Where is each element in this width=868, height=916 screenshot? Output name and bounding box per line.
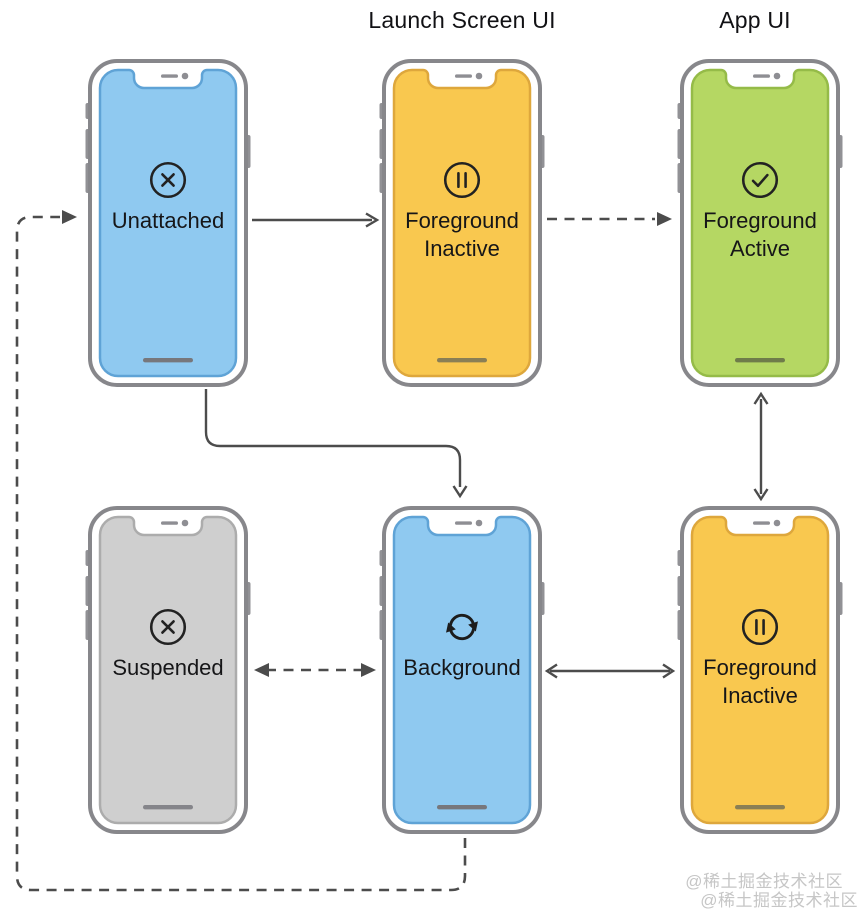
speaker-slot xyxy=(753,74,770,78)
arrow-fg-inactive-to-fg-active xyxy=(547,212,672,226)
home-indicator xyxy=(143,805,193,810)
state-card-foreground-inactive-app: Foreground Inactive xyxy=(674,505,846,835)
state-label: Background xyxy=(403,655,521,680)
state-card-background: Background xyxy=(376,505,548,835)
pause-circle-icon xyxy=(741,608,779,646)
check-circle-icon xyxy=(741,161,779,199)
speaker-slot xyxy=(455,521,472,525)
state-label: Unattached xyxy=(111,208,225,233)
home-indicator xyxy=(735,358,785,363)
refresh-cycle-icon xyxy=(446,613,478,641)
cross-circle-icon xyxy=(149,608,187,646)
state-card-foreground-active: Foreground Active xyxy=(674,58,846,388)
arrow-unattached-to-fg-inactive xyxy=(252,212,380,228)
watermark-line: @稀土掘金技术社区 xyxy=(700,891,858,910)
home-indicator xyxy=(735,805,785,810)
home-indicator xyxy=(143,358,193,363)
home-indicator xyxy=(437,358,487,363)
state-card-unattached: Unattached xyxy=(82,58,254,388)
camera-dot xyxy=(773,519,781,527)
arrow-background-fg-inactive-bidirectional xyxy=(544,663,676,679)
camera-dot xyxy=(475,72,483,80)
arrow-fg-active-fg-inactive-bidirectional xyxy=(753,391,769,502)
state-card-suspended: Suspended xyxy=(82,505,254,835)
cross-circle-icon xyxy=(149,161,187,199)
pause-circle-icon xyxy=(443,161,481,199)
phone-frame xyxy=(677,506,843,834)
watermark-line: @稀土掘金技术社区 xyxy=(685,872,843,891)
speaker-slot xyxy=(753,521,770,525)
arrow-suspended-background-bidirectional xyxy=(254,663,376,677)
state-label: Foreground Inactive xyxy=(405,208,519,261)
home-indicator xyxy=(437,805,487,810)
camera-dot xyxy=(475,519,483,527)
state-label: Foreground Active xyxy=(703,208,817,261)
state-label: Suspended xyxy=(112,655,224,680)
speaker-slot xyxy=(455,74,472,78)
phone-screen xyxy=(690,515,830,825)
column-heading-launch-screen-ui: Launch Screen UI xyxy=(368,7,556,33)
watermark: @稀土掘金技术社区 @稀土掘金技术社区 xyxy=(685,872,858,910)
arrow-unattached-to-background xyxy=(204,389,468,499)
camera-dot xyxy=(181,519,189,527)
column-heading-app-ui: App UI xyxy=(719,7,791,33)
speaker-slot xyxy=(161,521,178,525)
state-card-foreground-inactive-launch: Foreground Inactive xyxy=(376,58,548,388)
camera-dot xyxy=(773,72,781,80)
phone-screen xyxy=(690,68,830,378)
state-label: Foreground Inactive xyxy=(703,655,817,708)
phone-frame xyxy=(677,59,843,387)
speaker-slot xyxy=(161,74,178,78)
camera-dot xyxy=(181,72,189,80)
